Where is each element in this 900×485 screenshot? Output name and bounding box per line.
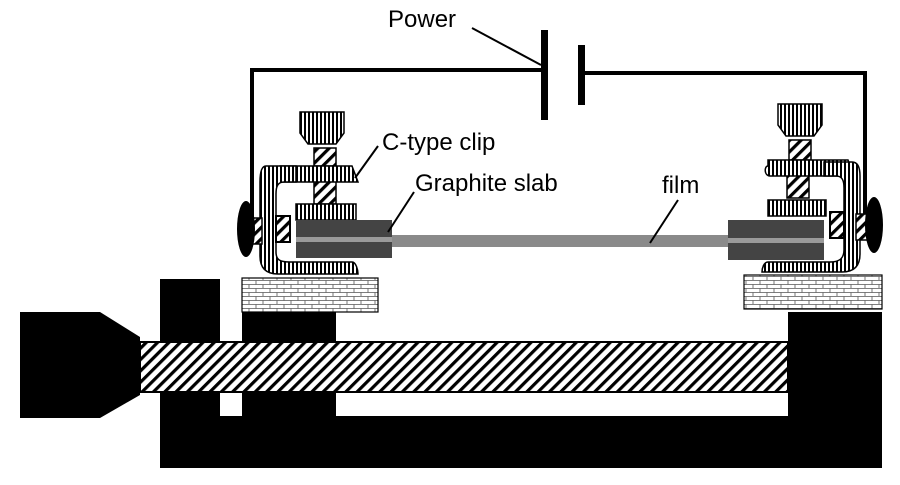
film-label: film <box>662 172 699 199</box>
insulating-blocks <box>241 274 883 313</box>
c-type-clip-label: C-type clip <box>382 129 495 156</box>
left-clip <box>237 111 360 275</box>
circuit-wire <box>250 68 867 228</box>
graphite-slab-label: Graphite slab <box>415 170 558 197</box>
film-strip <box>296 235 824 247</box>
leader-lines <box>354 27 679 244</box>
right-clip <box>761 103 883 273</box>
threaded-rod <box>139 341 789 393</box>
power-source <box>541 30 585 120</box>
base-stand <box>160 279 882 468</box>
adjustment-knob <box>20 312 140 418</box>
power-label: Power <box>388 6 456 33</box>
